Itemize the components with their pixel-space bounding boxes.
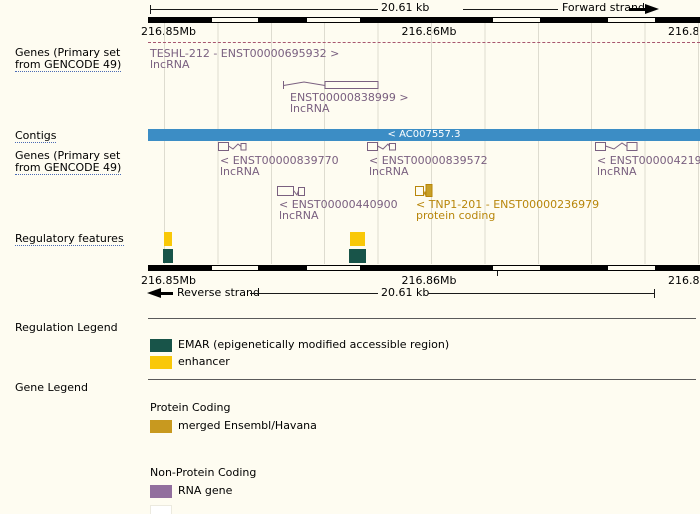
- coord-bottom-left: 216.85Mb: [141, 274, 196, 287]
- transcript-glyph-enst839770[interactable]: [217, 140, 248, 152]
- scale-bar-segment: [493, 266, 540, 270]
- reverse-strand-arrow-icon: [147, 288, 161, 298]
- regulation-legend-title: Regulation Legend: [15, 321, 118, 334]
- contig-bar[interactable]: < AC007557.3: [148, 129, 700, 141]
- scale-bar-tick: [497, 271, 498, 276]
- reverse-strand-label: Reverse strand: [177, 286, 260, 299]
- track-label-genes-bottom-line1: Genes (Primary set: [15, 149, 121, 162]
- track-label-contigs[interactable]: Contigs: [15, 129, 57, 143]
- non-protein-coding-heading: Non-Protein Coding: [150, 466, 257, 479]
- transcript-biotype-enst839572: lncRNA: [369, 165, 409, 178]
- ruler-bottom-line-right: [428, 293, 654, 294]
- transcript-biotype-enst421900: lncRNA: [597, 165, 637, 178]
- track-label-genes-bottom[interactable]: Genes (Primary set from GENCODE 49): [15, 149, 122, 175]
- enhancer-legend-label: enhancer: [178, 355, 230, 368]
- emar-feature[interactable]: [163, 249, 173, 263]
- track-label-genes-top[interactable]: Genes (Primary set from GENCODE 49): [15, 46, 122, 72]
- contig-name: < AC007557.3: [387, 129, 461, 140]
- transcript-glyph-tnp1[interactable]: [413, 183, 434, 198]
- track-label-regulatory-text: Regulatory features: [15, 232, 124, 246]
- track-label-contigs-text: Contigs: [15, 129, 57, 143]
- scale-bar-segment: [307, 266, 360, 270]
- scale-bar-segment: [608, 266, 655, 270]
- ruler-top-scale-label: 20.61 kb: [381, 1, 430, 14]
- transcript-label-enst839572[interactable]: < ENST00000839572: [369, 154, 488, 167]
- transcript-label-enst440900[interactable]: < ENST00000440900: [279, 198, 398, 211]
- enhancer-feature[interactable]: [350, 232, 365, 246]
- forward-strand-arrow-tail: [630, 8, 646, 11]
- ruler-bottom-right-tick: [654, 289, 655, 298]
- transcript-label-enst838999[interactable]: ENST00000838999 >: [290, 91, 409, 104]
- scale-bar-segment: [212, 18, 258, 22]
- transcript-glyph-enst440900[interactable]: [276, 184, 306, 198]
- truncated-legend-swatch: [150, 505, 172, 514]
- transcript-biotype-tnp1: protein coding: [416, 209, 496, 222]
- merged-legend-swatch: [150, 420, 172, 433]
- track-label-genes-top-line1: Genes (Primary set: [15, 46, 121, 59]
- transcript-label-enst421900[interactable]: < ENST00000421900: [597, 154, 700, 167]
- transcript-glyph-enst838999[interactable]: [282, 79, 380, 91]
- rna-gene-legend-swatch: [150, 485, 172, 498]
- ruler-bottom-scale-label: 20.61 kb: [381, 286, 430, 299]
- transcript-label-enst839770[interactable]: < ENST00000839770: [220, 154, 339, 167]
- ruler-top-line-right: [463, 9, 558, 10]
- emar-legend-label: EMAR (epigenetically modified accessible…: [178, 338, 450, 351]
- ruler-top-line-left: [150, 9, 378, 10]
- transcript-label-teshl212[interactable]: TESHL-212 - ENST00000695932 >: [150, 47, 340, 60]
- reverse-strand-arrow-tail: [160, 292, 173, 295]
- coord-bottom-center: 216.86Mb: [401, 274, 457, 287]
- enhancer-feature[interactable]: [164, 232, 172, 246]
- merged-legend-label: merged Ensembl/Havana: [178, 419, 317, 432]
- forward-strand-arrow-icon: [645, 4, 659, 14]
- gridlines: [148, 23, 700, 264]
- enhancer-legend-swatch: [150, 356, 172, 369]
- coord-bottom-right: 216.87Mb: [668, 274, 700, 287]
- scale-bar-segment: [493, 18, 540, 22]
- transcript-glyph-enst421900[interactable]: [594, 140, 639, 152]
- transcript-label-tnp1[interactable]: < TNP1-201 - ENST00000236979: [416, 198, 600, 211]
- transcript-biotype-enst839770: lncRNA: [220, 165, 260, 178]
- scale-bar-bottom: [148, 265, 700, 271]
- scale-bar-segment: [608, 18, 655, 22]
- transcript-biotype-teshl212: lncRNA: [150, 58, 190, 71]
- track-label-genes-top-line2: from GENCODE 49): [15, 58, 122, 72]
- track-label-regulatory[interactable]: Regulatory features: [15, 232, 124, 246]
- region-boundary-dashed-line: [148, 42, 700, 43]
- ruler-bottom-line-left: [250, 293, 378, 294]
- scale-bar-segment: [307, 18, 360, 22]
- forward-strand-label: Forward strand: [562, 1, 645, 14]
- rna-gene-legend-label: RNA gene: [178, 484, 233, 497]
- legend-separator: [148, 318, 696, 319]
- protein-coding-heading: Protein Coding: [150, 401, 231, 414]
- transcript-biotype-enst440900: lncRNA: [279, 209, 319, 222]
- scale-bar-segment: [212, 266, 258, 270]
- transcript-biotype-enst838999: lncRNA: [290, 102, 330, 115]
- scale-bar-top: [148, 17, 700, 23]
- legend-separator: [148, 379, 696, 380]
- gene-legend-title: Gene Legend: [15, 381, 88, 394]
- track-label-genes-bottom-line2: from GENCODE 49): [15, 161, 122, 175]
- emar-feature[interactable]: [349, 249, 366, 263]
- emar-legend-swatch: [150, 339, 172, 352]
- transcript-glyph-enst839572[interactable]: [366, 140, 397, 152]
